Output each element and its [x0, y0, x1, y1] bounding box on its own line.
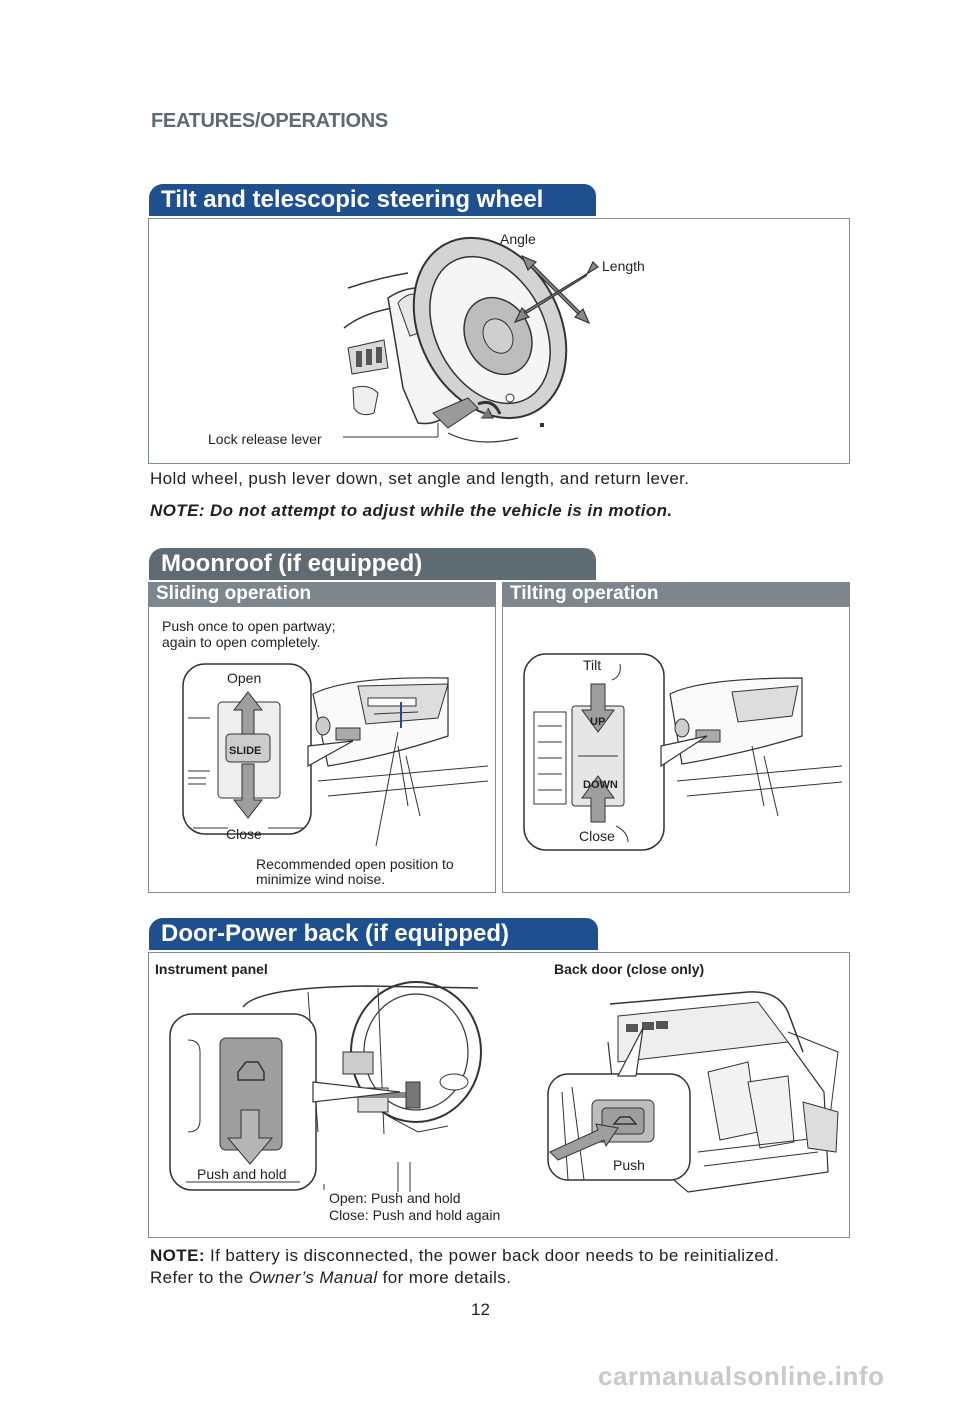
- sliding-switch-illustration: [182, 663, 489, 847]
- sliding-operation-header: Sliding operation: [148, 582, 496, 606]
- refer-post: for more details.: [377, 1268, 512, 1287]
- page-section-header: FEATURES/OPERATIONS: [151, 110, 388, 132]
- slide-button-label: SLIDE: [229, 745, 262, 757]
- sliding-open-label: Open: [227, 670, 262, 686]
- lock-release-lever-label: Lock release lever: [208, 431, 322, 447]
- tilting-close-label: Close: [579, 828, 615, 844]
- steering-section-title: Tilt and telescopic steering wheel: [149, 184, 596, 216]
- note-text: If battery is disconnected, the power ba…: [204, 1246, 780, 1265]
- back-door-label: Back door (close only): [554, 961, 705, 977]
- powerback-section-title: Door-Power back (if equipped): [149, 918, 598, 950]
- sliding-close-label: Close: [226, 826, 262, 842]
- angle-label: Angle: [500, 231, 536, 247]
- page-number: 12: [471, 1300, 490, 1319]
- back-door-illustration: [547, 991, 839, 1193]
- powerback-note: NOTE: If battery is disconnected, the po…: [150, 1246, 779, 1266]
- recommended-line1: Recommended open position to: [256, 856, 454, 872]
- steering-wheel-illustration: [343, 236, 599, 443]
- sliding-push-line2: again to open completely.: [162, 634, 321, 650]
- watermark: carmanualsonline.info: [598, 1361, 885, 1391]
- up-button-label: UP: [590, 716, 606, 728]
- refer-pre: Refer to the: [150, 1268, 249, 1287]
- owners-manual-ref: Owner’s Manual: [248, 1268, 378, 1287]
- tilting-operation-header: Tilting operation: [502, 582, 850, 606]
- steering-instruction: Hold wheel, push lever down, set angle a…: [150, 469, 690, 488]
- tilt-label: Tilt: [583, 657, 602, 673]
- steering-note: NOTE: Do not attempt to adjust while the…: [150, 501, 673, 520]
- length-label: Length: [602, 258, 645, 274]
- close-instruction: Close: Push and hold again: [329, 1207, 501, 1223]
- down-button-label: DOWN: [583, 779, 618, 791]
- push-and-hold-label: Push and hold: [197, 1166, 287, 1182]
- recommended-line2: minimize wind noise.: [256, 871, 386, 887]
- push-label: Push: [613, 1157, 645, 1173]
- open-instruction: Open: Push and hold: [329, 1190, 461, 1206]
- instrument-panel-illustration: [169, 981, 482, 1192]
- note-label: NOTE:: [150, 1246, 205, 1265]
- instrument-panel-label: Instrument panel: [155, 961, 268, 977]
- moonroof-section-title: Moonroof (if equipped): [149, 548, 596, 580]
- powerback-refer: Refer to the Owner’s Manual for more det…: [150, 1268, 511, 1288]
- tilting-switch-illustration: [523, 653, 843, 851]
- sliding-push-line1: Push once to open partway;: [162, 618, 336, 634]
